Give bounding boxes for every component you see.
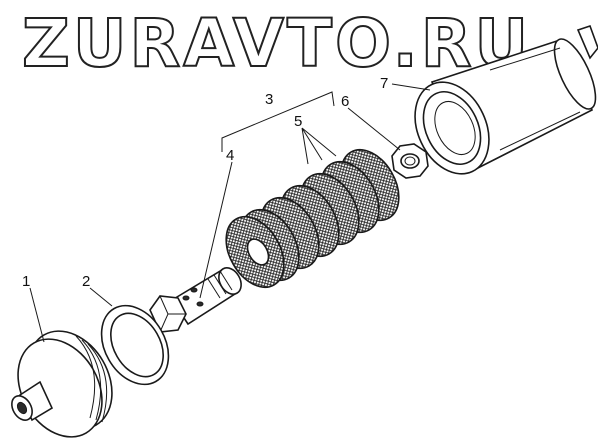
callout-7: 7 — [380, 75, 388, 92]
callout-2: 2 — [82, 273, 90, 290]
leader-2 — [89, 287, 113, 307]
leader-6 — [347, 107, 401, 151]
callout-3: 3 — [265, 91, 273, 108]
callout-4: 4 — [226, 147, 234, 164]
housing-part-7 — [414, 24, 598, 175]
cap-part-1 — [11, 330, 113, 438]
callout-5: 5 — [294, 113, 302, 130]
filter-discs-part-5 — [225, 148, 400, 289]
leader-1 — [29, 287, 45, 343]
callout-1: 1 — [22, 273, 30, 290]
gasket-ring-part-2 — [100, 304, 170, 386]
callout-6: 6 — [341, 93, 349, 110]
leader-7 — [391, 83, 431, 91]
bracket-3 — [221, 91, 335, 152]
watermark-text: ZURAVTO.RU — [22, 5, 531, 82]
leader-5 — [301, 127, 337, 165]
hex-nut-part-6 — [391, 143, 429, 179]
banjo-bolt-part-4 — [149, 267, 242, 333]
leader-4 — [199, 161, 233, 299]
leader-lines — [29, 83, 431, 343]
